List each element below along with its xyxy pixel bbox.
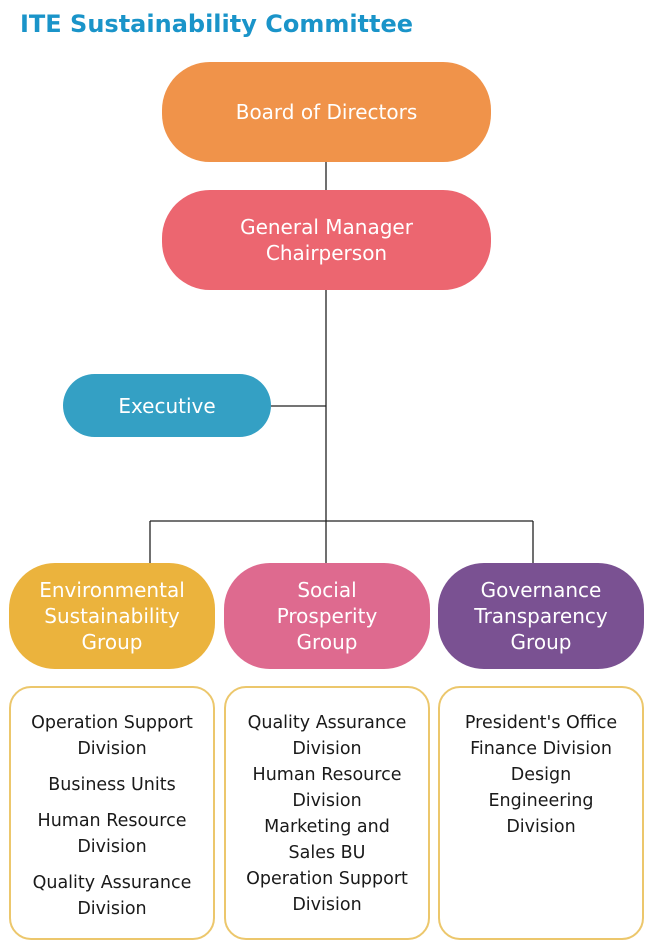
member-line: Division [77, 739, 147, 759]
member-line: Division [292, 895, 362, 915]
member-item: Quality Assurance Division [248, 710, 407, 762]
executive-line: Executive [118, 393, 216, 418]
group-line: Social [297, 578, 357, 602]
member-line: Design [510, 765, 572, 785]
member-line: Division [292, 739, 362, 759]
member-item: Marketing and Sales BU [264, 814, 390, 866]
member-line: Division [77, 837, 147, 857]
member-line: Division [292, 791, 362, 811]
member-item: Operation Support Division [246, 866, 408, 918]
member-line: Operation Support [246, 869, 408, 889]
member-item: Business Units [48, 772, 175, 798]
governance-members-box: President's Office Finance Division Desi… [438, 686, 644, 940]
group-line: Group [510, 630, 572, 654]
member-item: Human Resource Division [253, 762, 402, 814]
group-line: Prosperity [276, 604, 378, 628]
group-line: Environmental [39, 578, 185, 602]
member-item: Quality Assurance Division [33, 870, 192, 922]
environmental-members-box: Operation Support Division Business Unit… [9, 686, 215, 940]
general-manager-node: General Manager Chairperson [162, 190, 491, 290]
social-group-node: Social Prosperity Group [224, 563, 430, 669]
group-line: Sustainability [44, 604, 180, 628]
member-line: Finance Division [470, 739, 612, 759]
member-line: President's Office [464, 713, 618, 733]
member-line: Human Resource [37, 811, 187, 831]
member-line: Business Units [48, 775, 176, 795]
member-line: Quality Assurance [247, 713, 407, 733]
gm-line: Chairperson [265, 241, 388, 265]
member-line: Operation Support [31, 713, 193, 733]
member-line: Human Resource [252, 765, 402, 785]
member-item: President's Office [465, 710, 617, 736]
group-line: Group [296, 630, 358, 654]
executive-node: Executive [63, 374, 271, 437]
gm-line: General Manager [240, 215, 413, 239]
board-of-directors-node: Board of Directors [162, 62, 491, 162]
member-item: Human Resource Division [38, 808, 187, 860]
governance-group-node: Governance Transparency Group [438, 563, 644, 669]
member-item: Operation Support Division [31, 710, 193, 762]
member-item: Finance Division [470, 736, 612, 762]
member-line: Engineering [488, 791, 594, 811]
social-members-box: Quality Assurance Division Human Resourc… [224, 686, 430, 940]
group-line: Governance [480, 578, 602, 602]
page-title: ITE Sustainability Committee [20, 10, 414, 38]
member-line: Division [506, 817, 576, 837]
member-line: Marketing and [264, 817, 390, 837]
member-line: Sales BU [288, 843, 366, 863]
group-line: Transparency [474, 604, 608, 628]
board-line: Board of Directors [235, 100, 418, 124]
member-line: Division [77, 899, 147, 919]
environmental-group-node: Environmental Sustainability Group [9, 563, 215, 669]
member-item: Design Engineering Division [489, 762, 594, 840]
member-line: Quality Assurance [32, 873, 192, 893]
group-line: Group [81, 630, 143, 654]
